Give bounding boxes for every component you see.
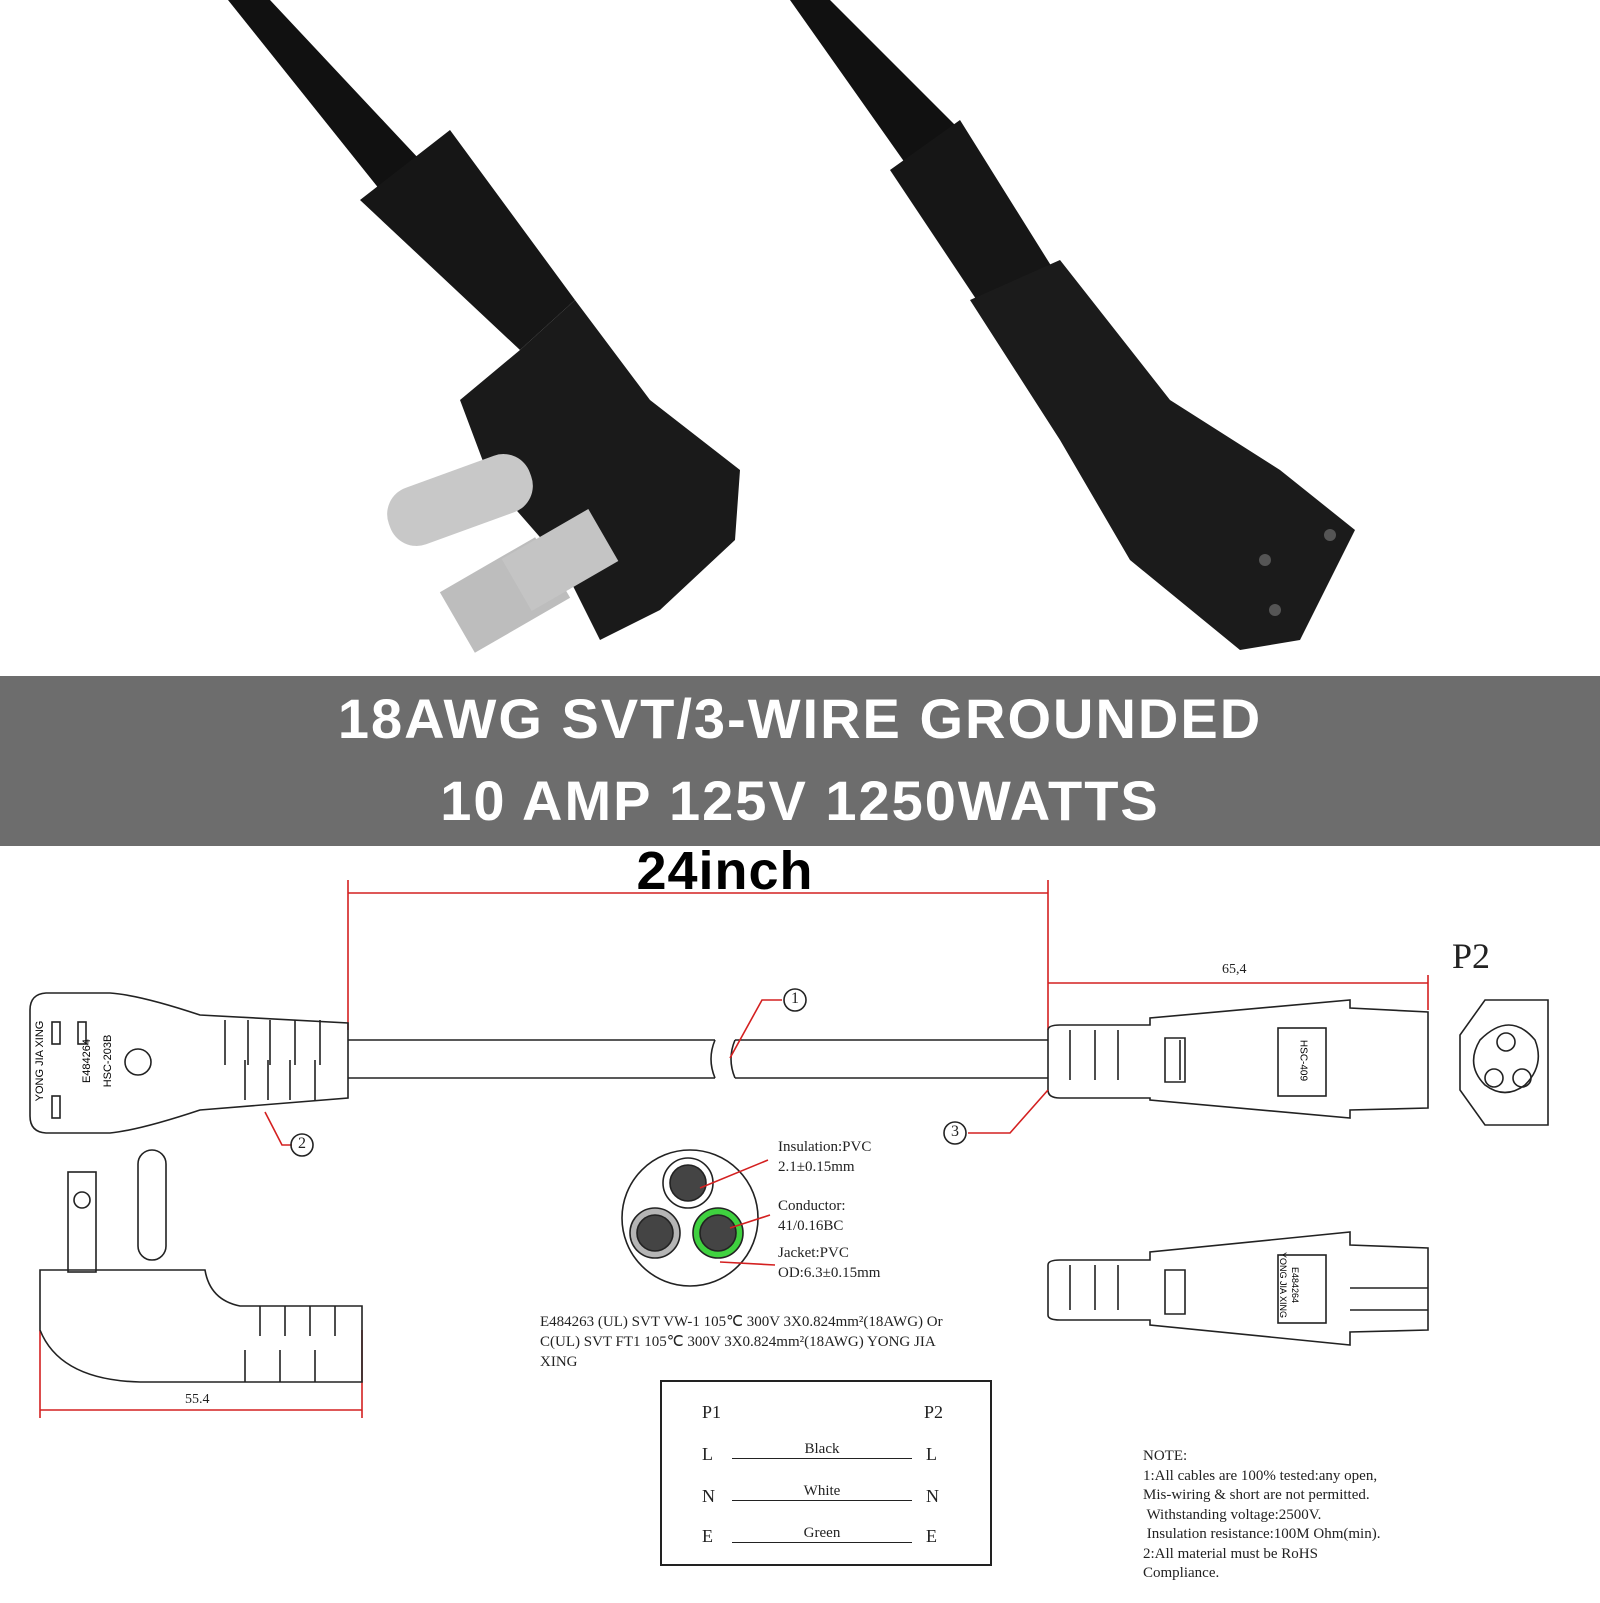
cable-spec-text: E484263 (UL) SVT VW-1 105℃ 300V 3X0.824m… [540, 1314, 943, 1370]
product-photo [228, 0, 1355, 653]
row-e-color: Green [732, 1524, 912, 1543]
c5-face-icon [1459, 999, 1549, 1126]
row-e-p1: E [702, 1526, 713, 1546]
technical-drawing [29, 880, 1549, 1418]
connector-side-view [1047, 1231, 1429, 1346]
cable-cross-section [621, 1149, 759, 1287]
plug-side-view [39, 1149, 363, 1383]
callout-1: 1 [791, 990, 799, 1007]
connector-top-view [1047, 999, 1429, 1119]
header-p1: P1 [702, 1402, 722, 1422]
row-l-p1: L [702, 1444, 713, 1464]
row-l-color: Black [732, 1440, 912, 1459]
banner-line-1: 18AWG SVT/3-WIRE GROUNDED [337, 687, 1263, 750]
plug-dimension: 55.4 [185, 1392, 210, 1407]
row-n-p2: N [926, 1486, 939, 1506]
row-n-color: White [732, 1482, 912, 1501]
notes: NOTE:1:All cables are 100% tested:any op… [1143, 1448, 1381, 1581]
c5-connector-icon [790, 0, 1355, 650]
row-l-p2: L [926, 1444, 937, 1464]
row-e-p2: E [926, 1526, 937, 1546]
cable-length-label: 24inch [636, 841, 814, 901]
connector-dimension: 65,4 [1222, 962, 1247, 977]
p2-label: P2 [1452, 936, 1491, 976]
row-n-p1: N [702, 1486, 715, 1506]
header-p2: P2 [924, 1402, 944, 1422]
spec-banner: 18AWG SVT/3-WIRE GROUNDED 10 AMP 125V 12… [0, 676, 1600, 846]
connector-marking-model: HSC-409 [1297, 1039, 1309, 1082]
plug-marking-model: HSC-203B [102, 1034, 114, 1088]
callout-circles [290, 988, 967, 1157]
plug-marking-brand: YONG JIA XING [34, 1020, 46, 1102]
callout-2: 2 [298, 1135, 306, 1152]
banner-line-2: 10 AMP 125V 1250WATTS [440, 769, 1160, 832]
connector-marking-ul: E484264 [1290, 1266, 1300, 1304]
plug-marking-ul: E484264 [81, 1038, 93, 1084]
connector-marking-brand: YONG JIA XING [1278, 1251, 1288, 1318]
plug-cable-icon [228, 0, 740, 653]
wiring-table: P1 P2 L Black L N White N E Green E [660, 1380, 992, 1566]
plug-top-view [29, 992, 349, 1134]
cable-drawing [348, 1039, 1048, 1079]
conductor-label: Conductor:41/0.16BC [778, 1198, 846, 1234]
callout-leaders [264, 999, 1049, 1266]
callout-3: 3 [951, 1123, 959, 1140]
